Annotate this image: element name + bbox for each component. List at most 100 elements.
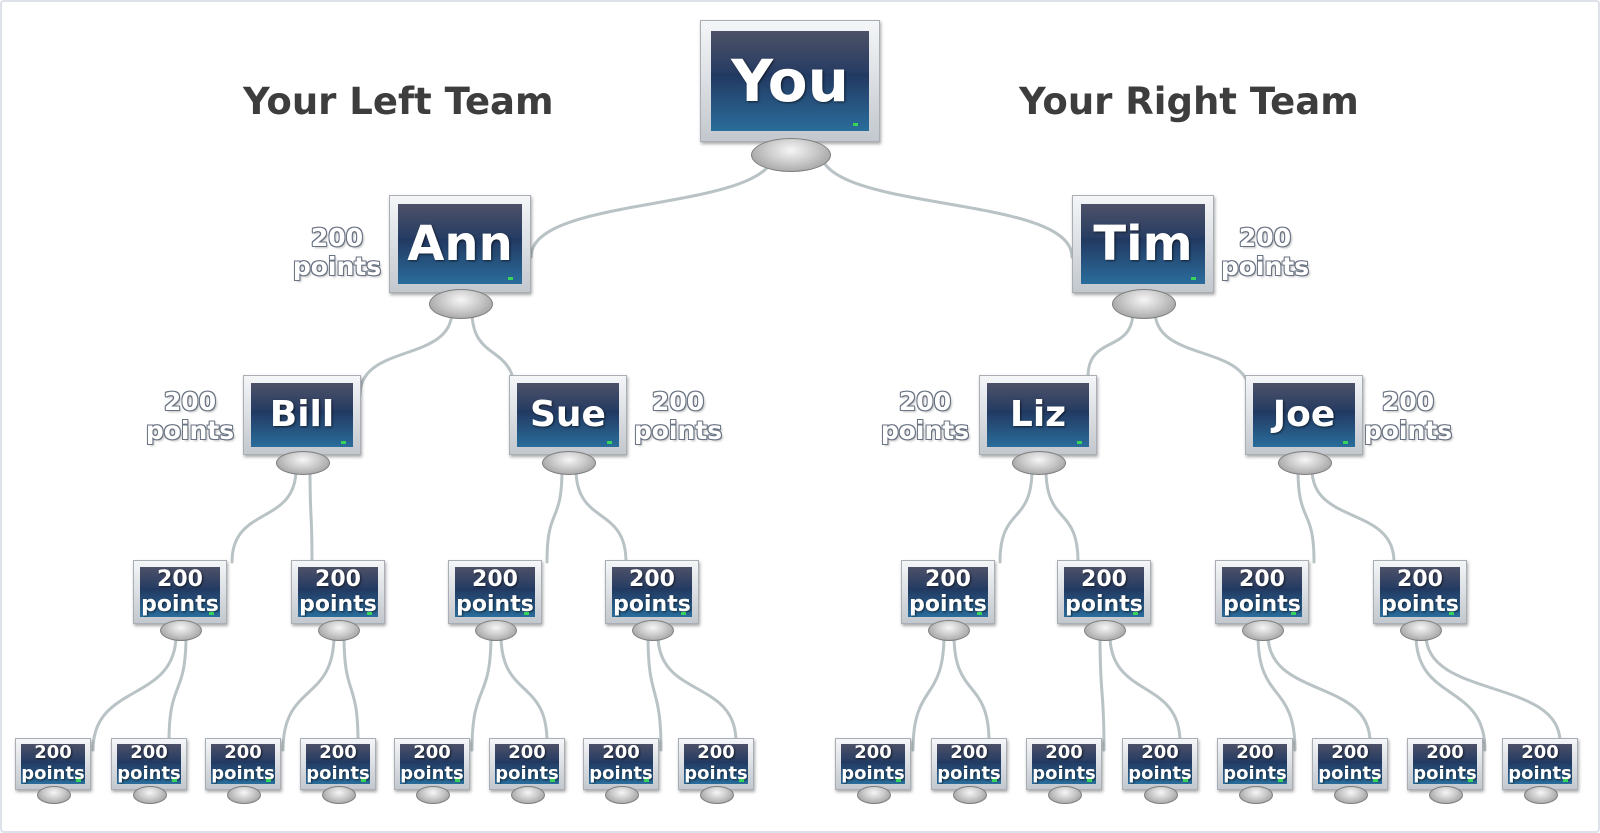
points-value-label: 200 [413,744,451,764]
points-unit: points [1363,416,1453,445]
points-value: 200 [651,387,705,416]
points-unit-label: points [306,763,370,784]
points-value-label: 200 [1081,567,1127,592]
connector-l2-l3 [1310,467,1396,564]
points-value-label: 200 [1239,567,1285,592]
points-value-label: 200 [315,567,361,592]
connector-tim-liz [1086,309,1135,379]
monitor-bezel: Bill [243,375,361,455]
member-name-label: Joe [1272,394,1336,435]
points-value: 200 [1381,387,1435,416]
monitor-stand [1429,786,1463,804]
connector-l2-l3 [1296,467,1316,564]
points-value: 200 [163,387,217,416]
connector-l2-l3 [545,467,564,564]
points-unit-label: points [1318,763,1382,784]
points-unit-label: points [400,763,464,784]
points-unit-label: points [1508,763,1572,784]
points-value-label: 200 [157,567,203,592]
points-unit-label: points [21,763,85,784]
monitor-stand [542,451,596,475]
points-value: 200 [898,387,952,416]
connector-l3-l4 [470,633,493,752]
points-unit-label: points [1413,763,1477,784]
member-node-bill: Bill [243,375,361,475]
connector-l3-l4 [952,633,991,744]
points-unit-label: points [141,592,219,617]
points-value-label: 200 [319,744,357,764]
member-name-label: You [731,47,849,115]
points-value-label: 200 [472,567,518,592]
monitor-stand [605,786,639,804]
points-value-label: 200 [925,567,971,592]
member-node-joe: Joe [1245,375,1363,475]
points-unit: points [145,416,235,445]
points-unit: points [1220,252,1310,281]
points-value-label: 200 [130,744,168,764]
points-value-label: 200 [1426,744,1464,764]
member-name-label: Sue [530,394,606,435]
monitor-stand [322,786,356,804]
monitor-stand [632,620,674,641]
connector-l3-l4 [281,633,336,752]
monitor-stand [928,620,970,641]
connector-l3-l4 [911,633,946,752]
points-value-label: 200 [1331,744,1369,764]
points-unit-label: points [1223,763,1287,784]
points-value-label: 200 [1141,744,1179,764]
points-value-label: 200 [697,744,735,764]
connector-l3-l4 [1414,633,1487,752]
monitor-stand [160,620,202,641]
connector-l3-l4 [167,633,188,744]
connector-l3-l4 [91,633,178,752]
connector-root-tim [818,148,1074,259]
connector-ann-bill [358,309,454,397]
connector-l2-l3 [1044,467,1080,564]
member-name-label: Ann [407,216,513,272]
member-name-label: Liz [1009,394,1067,435]
points-value-label: 200 [1521,744,1559,764]
points-value-label: 200 [602,744,640,764]
monitor-stand [1048,786,1082,804]
points-value-label: 200 [629,567,675,592]
monitor-stand [37,786,71,804]
monitor-bezel: Liz [979,375,1097,455]
member-name-label: Bill [269,394,335,435]
monitor-bezel: Joe [1245,375,1363,455]
points-unit-label: points [909,592,987,617]
monitor-stand [1012,451,1066,475]
monitor-stand [1242,620,1284,641]
root-node-you: You [700,20,880,172]
points-value-label: 200 [950,744,988,764]
connector-l3-l4 [1424,633,1562,744]
